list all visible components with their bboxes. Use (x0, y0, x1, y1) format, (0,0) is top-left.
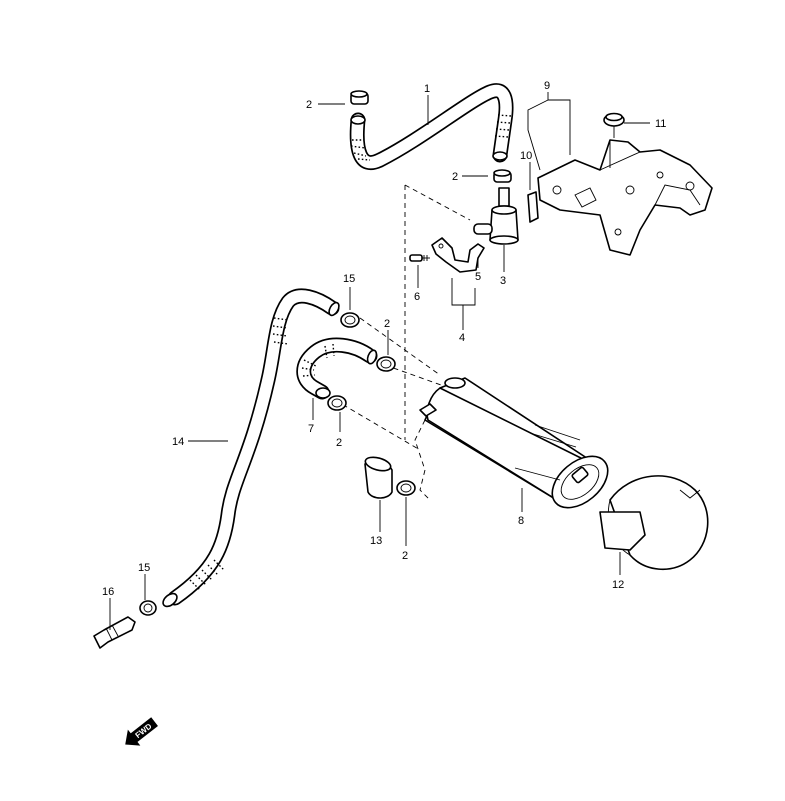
callout-2-top: 2 (306, 99, 312, 111)
part-10-clip (527, 191, 539, 223)
part-2-clamp-upper (493, 169, 512, 183)
callout-16: 16 (102, 586, 114, 598)
part-16-fitting (93, 616, 136, 649)
callout-12: 12 (612, 579, 624, 591)
callout-15-bottom: 15 (138, 562, 150, 574)
leader-lines (109, 92, 650, 630)
part-8-canister (419, 377, 609, 509)
callout-7: 7 (308, 423, 314, 435)
callout-14: 14 (172, 436, 184, 448)
callout-3: 3 (500, 275, 506, 287)
part-14-hose (162, 288, 340, 608)
part-2-clamp-mid (376, 356, 396, 372)
part-15-clamp-bottom (139, 600, 157, 616)
part-12-cover (599, 475, 709, 571)
callout-5: 5 (475, 271, 481, 283)
callout-11: 11 (655, 118, 666, 130)
part-11-bolt (603, 112, 625, 138)
part-3-valve (473, 187, 519, 245)
part-2-clamp-lower (327, 395, 347, 411)
part-2-clamp-bottom (396, 480, 416, 496)
callout-4: 4 (459, 332, 465, 344)
part-9-bracket (537, 139, 713, 256)
callout-15-top: 15 (343, 273, 355, 285)
guide-lines (334, 184, 471, 501)
part-15-clamp-top (340, 312, 360, 328)
part-6-screw (409, 254, 430, 262)
part-13-hose (364, 456, 393, 499)
fwd-arrow-icon: FWD (125, 717, 158, 746)
part-2-clamp-top (350, 90, 369, 105)
callout-13: 13 (370, 535, 382, 547)
callout-2-lower: 2 (336, 437, 342, 449)
part-5-bracket (431, 237, 485, 273)
part-7-hose (296, 337, 378, 400)
callout-9: 9 (544, 80, 550, 92)
callout-6: 6 (414, 291, 420, 303)
callout-1: 1 (424, 83, 430, 95)
callout-10: 10 (520, 150, 532, 162)
callout-2-upper: 2 (452, 171, 458, 183)
callout-2-mid: 2 (384, 318, 390, 330)
callout-8: 8 (518, 515, 524, 527)
part-1-vapor-hose (349, 83, 514, 170)
callouts: 1 2 2 9 10 11 3 5 6 4 15 2 7 2 14 8 12 1… (102, 80, 666, 598)
callout-2-bottom: 2 (402, 550, 408, 562)
